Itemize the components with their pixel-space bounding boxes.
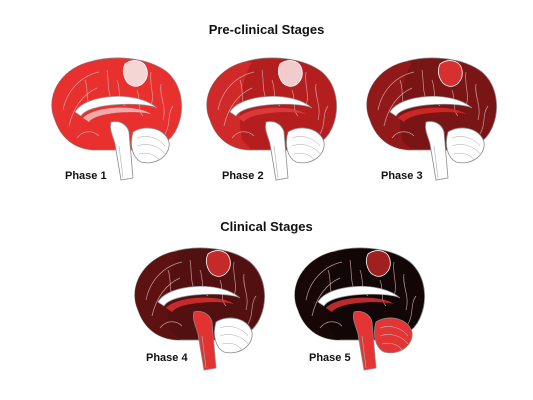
gyrus-line xyxy=(223,87,253,127)
cerebellum-folia xyxy=(379,334,409,345)
gyrus-line xyxy=(315,83,320,121)
brainstem xyxy=(110,121,134,181)
gyrus-line xyxy=(319,105,329,135)
cerebellum-folia xyxy=(379,326,409,337)
corpus-callosum xyxy=(74,96,158,117)
cerebellum-folia xyxy=(381,342,403,351)
cerebellum xyxy=(286,127,325,164)
gyrus-line xyxy=(247,295,257,325)
brain-phase-3 xyxy=(352,50,502,182)
phase-label: Phase 3 xyxy=(381,170,423,182)
clinical-title: Clinical Stages xyxy=(220,219,313,234)
cerebellum xyxy=(446,127,485,164)
gyrus-line xyxy=(305,261,343,301)
cerebellum-folia xyxy=(291,136,321,147)
gyrus-line xyxy=(68,87,98,127)
phase-label: Phase 4 xyxy=(146,352,188,364)
corpus-callosum xyxy=(389,96,473,117)
gyrus-line xyxy=(319,321,343,329)
gyrus-line xyxy=(305,71,308,107)
phase-label: Phase 1 xyxy=(65,170,107,182)
gyrus-line xyxy=(475,83,480,121)
gyrus-line xyxy=(391,131,415,139)
brain-phase-2 xyxy=(192,50,342,182)
parietal-region xyxy=(278,60,303,87)
gyrus-line xyxy=(164,105,174,135)
corpus-callosum xyxy=(317,286,401,307)
gyrus-line xyxy=(407,295,417,325)
preclinical-title: Pre-clinical Stages xyxy=(208,22,325,37)
cerebellum-folia xyxy=(136,144,166,155)
cerebellum xyxy=(131,127,170,164)
limbic-region xyxy=(238,107,306,122)
cerebellum-folia xyxy=(136,136,166,147)
brainstem xyxy=(353,311,377,371)
gyrus-line xyxy=(243,273,248,311)
brain-phase-4 xyxy=(120,240,270,372)
cerebellum xyxy=(214,317,253,354)
gyrus-line xyxy=(377,71,415,111)
gyrus-line xyxy=(151,277,181,317)
gyrus-line xyxy=(217,71,255,111)
gyrus-line xyxy=(76,131,100,139)
gyrus-line xyxy=(479,105,489,135)
frontal-region xyxy=(51,62,97,150)
parietal-region xyxy=(366,250,391,277)
brainstem xyxy=(193,311,217,371)
frontal-region xyxy=(134,252,180,340)
frontal-region xyxy=(294,252,340,340)
limbic-region xyxy=(83,107,151,122)
gyrus-line xyxy=(159,321,183,329)
cerebellum-folia xyxy=(451,144,481,155)
limbic-region xyxy=(326,297,394,312)
cerebellum-folia xyxy=(219,326,249,337)
parietal-region xyxy=(438,60,463,87)
frontal-region xyxy=(206,62,252,150)
gyrus-line xyxy=(160,83,165,121)
frontal-region xyxy=(366,62,412,150)
gyrus-line xyxy=(233,261,236,297)
corpus-callosum xyxy=(229,96,313,117)
gyrus-line xyxy=(393,261,396,297)
brainstem xyxy=(265,121,289,181)
parietal-region xyxy=(123,60,148,87)
phase-label: Phase 2 xyxy=(222,170,264,182)
cerebellum-folia xyxy=(221,342,243,351)
corpus-callosum xyxy=(157,286,241,307)
gyrus-line xyxy=(150,71,153,107)
brainstem-line xyxy=(201,335,207,369)
gyrus-line xyxy=(383,87,413,127)
cerebellum-folia xyxy=(451,136,481,147)
gyrus-line xyxy=(145,261,183,301)
brain-phase-1 xyxy=(37,50,187,182)
brainstem-line xyxy=(118,145,124,179)
limbic-region xyxy=(398,107,466,122)
gyrus-line xyxy=(403,273,408,311)
brainstem xyxy=(425,121,449,181)
gyrus-line xyxy=(231,131,255,139)
cerebellum-folia xyxy=(293,152,315,161)
parietal-region xyxy=(206,250,231,277)
brainstem-line xyxy=(433,145,439,179)
cerebellum-folia xyxy=(453,152,475,161)
cerebellum-folia xyxy=(219,334,249,345)
gyrus-line xyxy=(311,277,341,317)
brain-phase-5 xyxy=(280,240,430,372)
cerebellum-folia xyxy=(138,152,160,161)
limbic-region xyxy=(166,297,234,312)
brainstem-line xyxy=(273,145,279,179)
gyrus-line xyxy=(465,71,468,107)
phase-label: Phase 5 xyxy=(309,352,351,364)
cerebellum-folia xyxy=(291,144,321,155)
cerebellum xyxy=(374,317,413,354)
gyrus-line xyxy=(62,71,100,111)
brainstem-line xyxy=(361,335,367,369)
